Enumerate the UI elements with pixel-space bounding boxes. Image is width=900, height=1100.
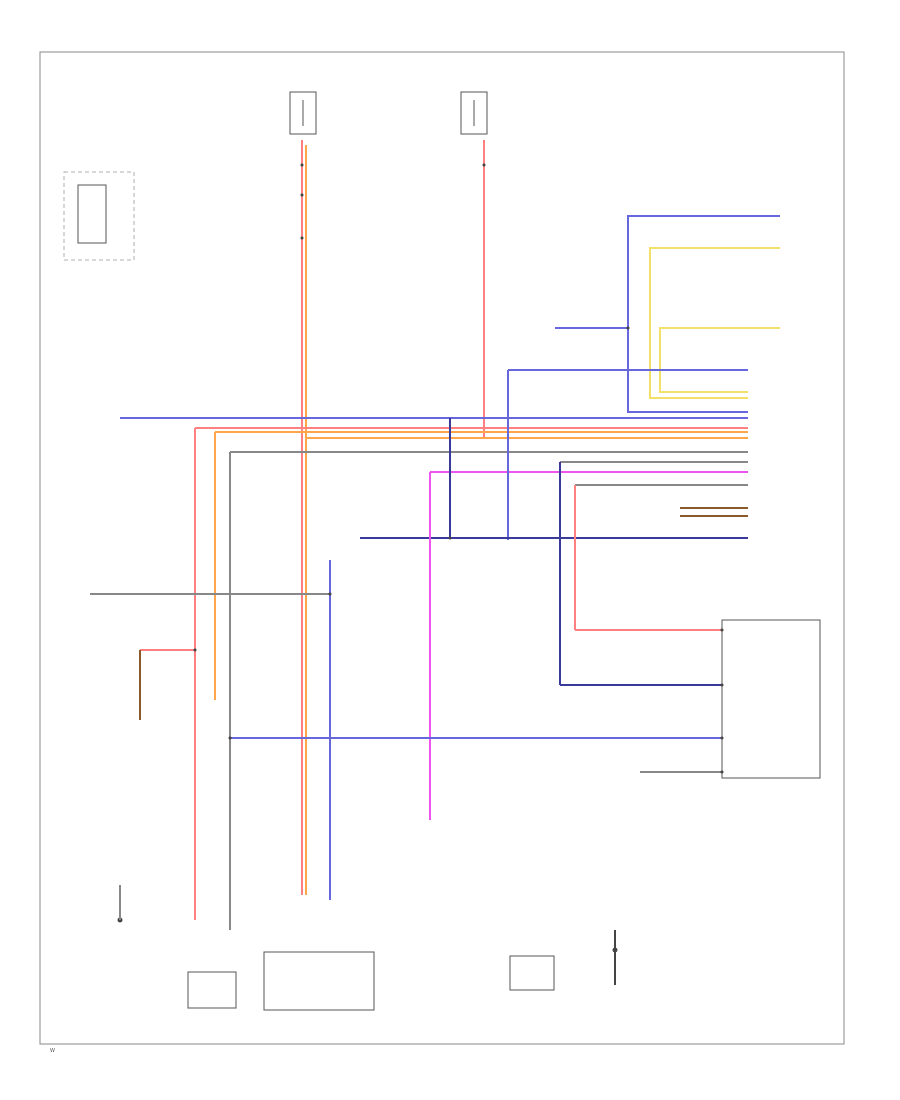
connector-dots: [193, 163, 724, 774]
fuse-box-right: [460, 91, 488, 135]
relay-module: [721, 619, 821, 779]
wire-yellow-upper: [649, 247, 780, 399]
fuse-box-left: [289, 91, 317, 135]
lower-module-left: [187, 971, 237, 1009]
wire-red-right: [483, 140, 748, 439]
lower-module-right: [509, 955, 555, 991]
wire-yellow-lower: [659, 327, 780, 393]
page-label: W: [50, 1048, 55, 1054]
instrument-cluster-module: [77, 184, 107, 244]
wire-blue-upper: [627, 215, 780, 413]
instrument-cluster-outline: [63, 171, 135, 261]
diagram-border: [39, 51, 845, 1045]
lower-module-center: [263, 951, 375, 1011]
